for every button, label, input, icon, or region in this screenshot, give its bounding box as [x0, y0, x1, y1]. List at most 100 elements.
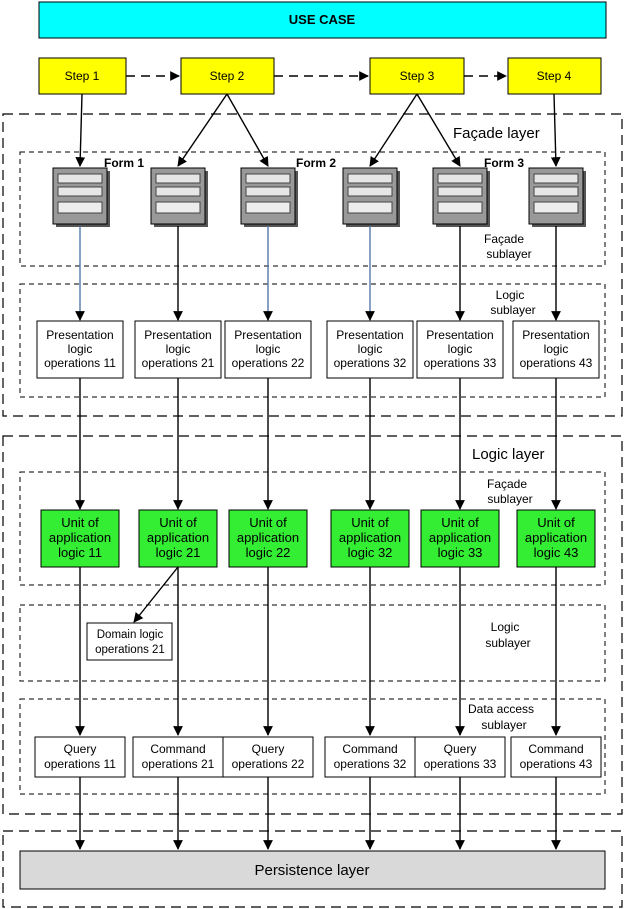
- application-logic-text: application: [237, 530, 299, 545]
- data-access-operation-text: Command: [528, 742, 583, 756]
- logic-sublayer-box-top: [19, 283, 606, 398]
- presentation-logic-text: operations 21: [142, 356, 215, 370]
- application-logic-text: logic 33: [438, 545, 483, 560]
- form-icon: [528, 167, 586, 227]
- presentation-logic-text: operations 33: [424, 356, 497, 370]
- persistence-layer-label: Persistence layer: [254, 862, 369, 879]
- application-logic-text: Unit of: [441, 515, 479, 530]
- presentation-logic-text: Presentation: [522, 328, 589, 342]
- application-logic-text: logic 11: [58, 545, 102, 560]
- sublayer-label: Data access: [468, 702, 534, 716]
- data-access-operation-text: Command: [342, 742, 397, 756]
- sublayer-label: Logic: [496, 288, 525, 302]
- data-access-operation-text: Query: [64, 742, 97, 756]
- step-3: Step 3: [369, 57, 465, 95]
- flow-arrow: [75, 93, 86, 167]
- presentation-logic-text: operations 32: [334, 356, 407, 370]
- sublayer-label: sublayer: [481, 718, 526, 732]
- sublayer-label: sublayer: [490, 303, 535, 317]
- step-label: Step 3: [400, 69, 435, 83]
- use-case-title: USE CASE: [289, 12, 356, 27]
- application-logic-text: logic 43: [534, 545, 579, 560]
- presentation-logic-text: Presentation: [234, 328, 301, 342]
- presentation-logic-text: Presentation: [426, 328, 493, 342]
- logic-facade-sublayer-box: [19, 471, 606, 586]
- flow-arrow: [416, 93, 461, 167]
- application-logic-text: logic 22: [246, 545, 291, 560]
- application-logic-text: application: [49, 530, 111, 545]
- flow-arrow: [133, 566, 179, 623]
- application-logic-text: application: [147, 530, 209, 545]
- presentation-logic-text: logic: [256, 342, 281, 356]
- presentation-logic-text: logic: [358, 342, 383, 356]
- use-case-box: [38, 1, 607, 39]
- application-logic-text: Unit of: [249, 515, 287, 530]
- presentation-logic-text: logic: [448, 342, 473, 356]
- presentation-logic-text: Presentation: [336, 328, 403, 342]
- application-logic-text: Unit of: [537, 515, 575, 530]
- presentation-logic-text: Presentation: [46, 328, 113, 342]
- flow-arrow: [177, 93, 228, 167]
- sublayer-label: Logic: [491, 620, 520, 634]
- form-icon: [432, 167, 490, 227]
- logic-layer-box: [2, 435, 623, 815]
- form-icon: [342, 167, 400, 227]
- domain-logic-text: Domain logic: [97, 629, 164, 641]
- data-access-operation-text: operations 11: [44, 757, 116, 771]
- data-access-operation-text: operations 22: [232, 757, 305, 771]
- presentation-logic-text: Presentation: [144, 328, 211, 342]
- data-access-operation-text: operations 21: [142, 757, 215, 771]
- sublayer-label: sublayer: [486, 247, 531, 261]
- presentation-logic-text: logic: [544, 342, 569, 356]
- step-2: Step 2: [180, 57, 275, 95]
- application-logic-text: Unit of: [61, 515, 99, 530]
- facade-sublayer-box: [19, 151, 606, 267]
- presentation-logic-text: operations 22: [232, 356, 305, 370]
- application-logic-text: application: [429, 530, 491, 545]
- data-access-operation-text: Query: [252, 742, 285, 756]
- step-label: Step 1: [65, 69, 100, 83]
- step-label: Step 2: [210, 69, 245, 83]
- flow-arrow: [226, 93, 269, 167]
- form-label: Form 2: [296, 156, 336, 170]
- application-logic-text: logic 21: [156, 545, 201, 560]
- flow-arrow: [550, 93, 561, 167]
- logic-logic-sublayer-box: [19, 604, 606, 682]
- form-icon: [150, 167, 208, 227]
- presentation-logic-text: logic: [166, 342, 191, 356]
- step-label: Step 4: [537, 69, 572, 83]
- flow-arrow: [369, 93, 418, 167]
- facade-layer-box: [2, 113, 623, 417]
- presentation-logic-text: logic: [68, 342, 93, 356]
- form-icon: [240, 167, 298, 227]
- facade-layer-label: Façade layer: [453, 125, 540, 142]
- sublayer-label: Façade: [487, 477, 527, 491]
- presentation-logic-text: operations 11: [44, 356, 116, 370]
- data-access-operation-text: operations 33: [424, 757, 497, 771]
- form-label: Form 3: [484, 156, 524, 170]
- data-access-operation-text: Command: [150, 742, 205, 756]
- persistence-layer-bar: [19, 850, 606, 890]
- sublayer-label: sublayer: [487, 492, 532, 506]
- data-access-operation-text: operations 43: [520, 757, 593, 771]
- application-logic-text: Unit of: [351, 515, 389, 530]
- data-access-operation-text: operations 32: [334, 757, 407, 771]
- presentation-logic-text: operations 43: [520, 356, 593, 370]
- form-label: Form 1: [104, 156, 144, 170]
